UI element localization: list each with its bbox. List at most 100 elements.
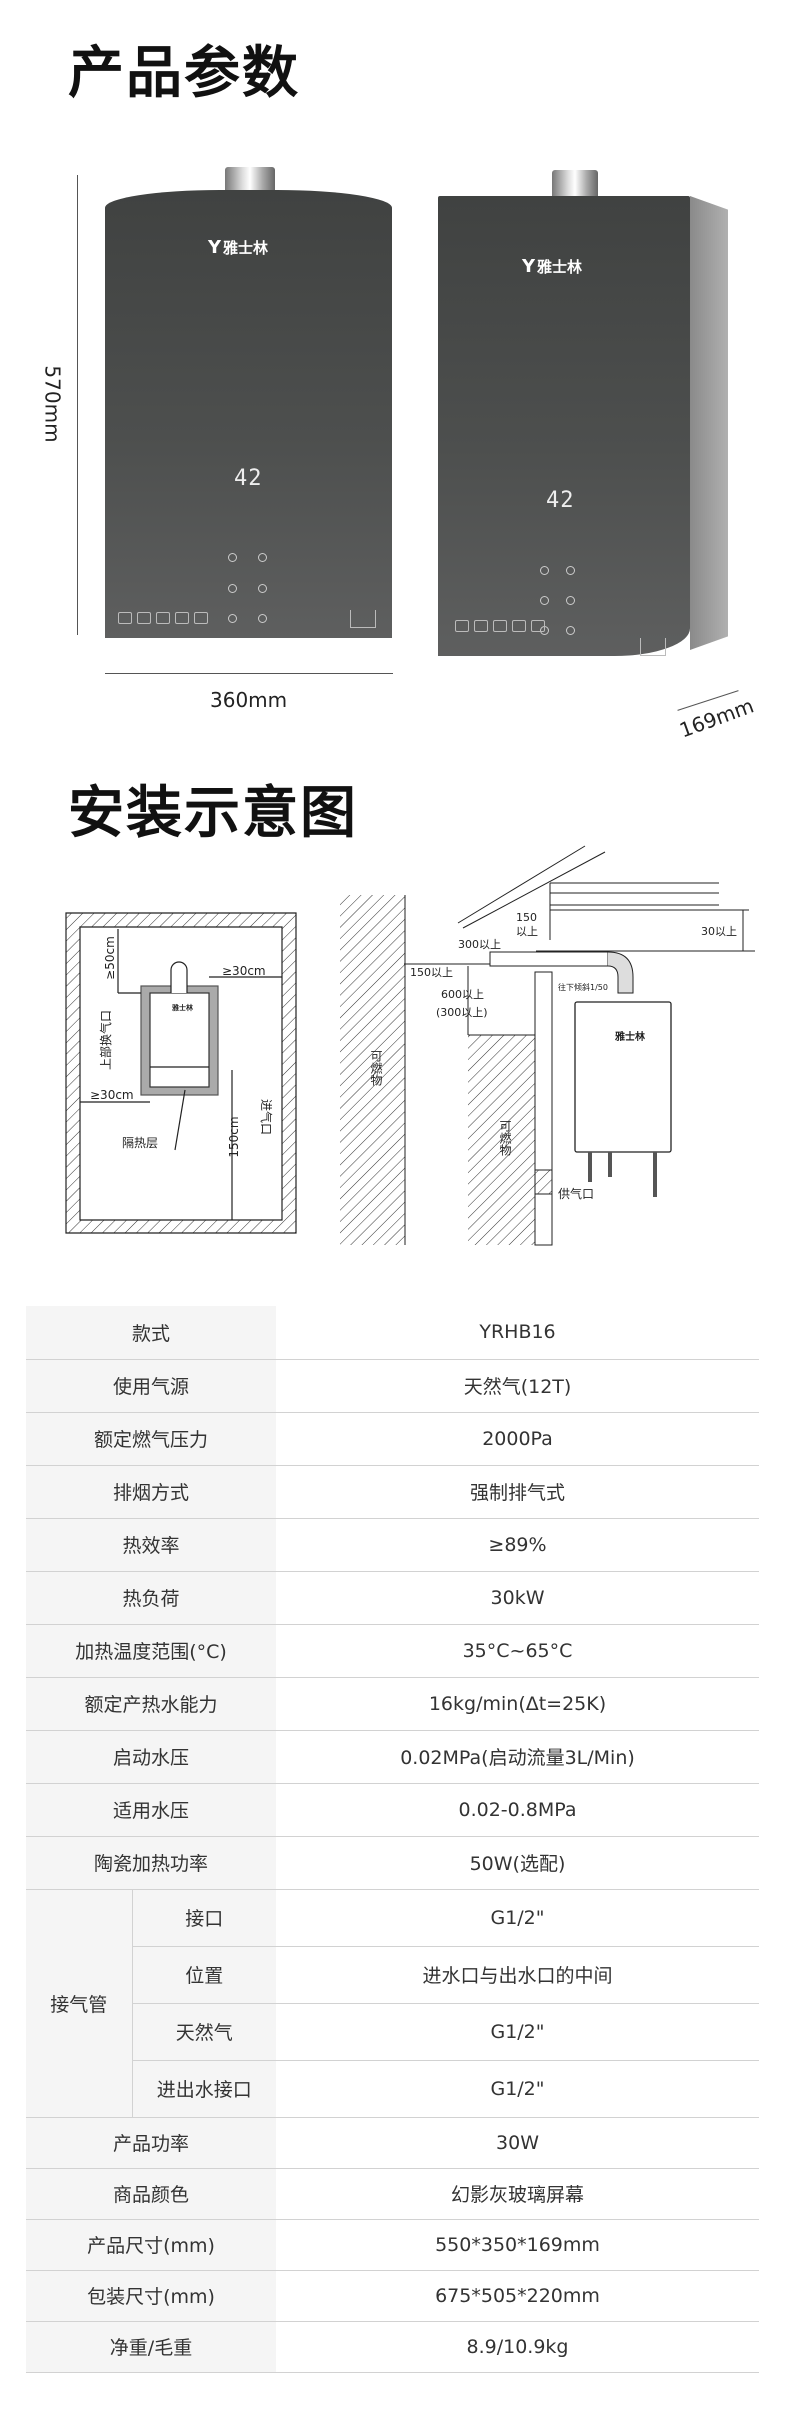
spec-label: 产品功率 (26, 2117, 276, 2169)
down-button (566, 596, 575, 605)
spec-sublabel: 接口 (131, 1889, 276, 1947)
combustible-label: 可燃物 (498, 1120, 512, 1156)
spec-value: 8.9/10.9kg (276, 2321, 759, 2373)
spec-label: 启动水压 (26, 1730, 276, 1784)
feature-icons (455, 620, 545, 632)
spec-label: 热效率 (26, 1518, 276, 1572)
spec-value: 550*350*169mm (276, 2219, 759, 2271)
power-button (566, 626, 575, 635)
spec-value: 16kg/min(Δt=25K) (276, 1677, 759, 1731)
heater-front-panel (105, 190, 392, 638)
smart-home-icon (350, 610, 376, 628)
spec-value: 30kW (276, 1571, 759, 1625)
height-label: 570mm (40, 365, 65, 443)
spec-value: 0.02MPa(启动流量3L/Min) (276, 1730, 759, 1784)
spec-sublabel: 天然气 (131, 2003, 276, 2061)
spec-value: G1/2" (276, 2060, 759, 2118)
combustible-label: 可燃物 (369, 1050, 383, 1086)
spec-value: 2000Pa (276, 1412, 759, 1466)
spec-value: 天然气(12T) (276, 1359, 759, 1413)
up-button (258, 553, 267, 562)
upper-vent-label: 上部换气口 (98, 1010, 113, 1070)
control-button (228, 553, 237, 562)
dist-600-label: 600以上 (441, 988, 484, 1001)
heater-outline (149, 992, 210, 1088)
flue-pipe (225, 167, 275, 193)
insulation-label: 隔热层 (122, 1136, 158, 1150)
table-row: 加热温度范围(°C)35°C~65°C (26, 1624, 759, 1678)
table-row: 使用气源天然气(12T) (26, 1359, 759, 1413)
wall-150-label: 150以上 (410, 966, 453, 979)
top-clearance-label: ≥50cm (103, 936, 117, 980)
table-row: 商品颜色幻影灰玻璃屏幕 (26, 2168, 759, 2220)
control-button (228, 614, 237, 623)
temperature-display: 42 (234, 466, 263, 491)
dist-150-suffix: 以上 (516, 925, 538, 938)
room-diagram (65, 912, 297, 1234)
spec-value: G1/2" (276, 1889, 759, 1947)
ceiling-gap-label: 30以上 (701, 925, 737, 938)
spec-value: 35°C~65°C (276, 1624, 759, 1678)
table-row: 产品尺寸(mm)550*350*169mm (26, 2219, 759, 2271)
spec-value: 50W(选配) (276, 1836, 759, 1890)
spec-value: 强制排气式 (276, 1465, 759, 1519)
down-button (258, 584, 267, 593)
air-inlet-label: 进气口 (259, 1099, 274, 1135)
heater-front-panel (438, 196, 690, 656)
table-row: 包装尺寸(mm)675*505*220mm (26, 2270, 759, 2322)
spec-value: 幻影灰玻璃屏幕 (276, 2168, 759, 2220)
spec-label: 产品尺寸(mm) (26, 2219, 276, 2271)
height-150cm-label: 150cm (227, 1116, 241, 1157)
brand-logo: 雅士林 (171, 1003, 194, 1012)
feature-icons (118, 612, 208, 624)
dist-600-alt-label: (300以上) (436, 1006, 488, 1019)
table-row: 排烟方式强制排气式 (26, 1465, 759, 1519)
smart-home-icon (640, 638, 666, 656)
spec-label: 净重/毛重 (26, 2321, 276, 2373)
spec-value: 675*505*220mm (276, 2270, 759, 2322)
table-row: 热效率≥89% (26, 1518, 759, 1572)
brand-logo: 雅士林 (615, 1030, 646, 1043)
depth-label: 169mm (676, 693, 757, 743)
spec-label: 商品颜色 (26, 2168, 276, 2220)
bottom-clearance-label: ≥30cm (90, 1088, 134, 1102)
spec-value: 0.02-0.8MPa (276, 1783, 759, 1837)
spec-label: 使用气源 (26, 1359, 276, 1413)
spec-sublabel: 位置 (131, 1946, 276, 2004)
spec-label: 陶瓷加热功率 (26, 1836, 276, 1890)
spec-value: 进水口与出水口的中间 (276, 1946, 759, 2004)
dist-300-label: 300以上 (458, 938, 501, 951)
spec-label: 加热温度范围(°C) (26, 1624, 276, 1678)
heater-outline (574, 1001, 672, 1153)
power-button (258, 614, 267, 623)
spec-label: 包装尺寸(mm) (26, 2270, 276, 2322)
spec-label: 款式 (26, 1306, 276, 1360)
section-title-product-params: 产品参数 (68, 41, 300, 106)
dist-150-label: 150 (516, 911, 537, 924)
up-button (566, 566, 575, 575)
width-label: 360mm (210, 688, 288, 712)
spec-label: 额定燃气压力 (26, 1412, 276, 1466)
spec-value: ≥89% (276, 1518, 759, 1572)
spec-group-label: 接气管 (26, 1889, 132, 2118)
control-button (540, 596, 549, 605)
heater-side-panel (690, 196, 728, 650)
height-dimension-line (77, 175, 78, 635)
control-button (540, 566, 549, 575)
spec-label: 热负荷 (26, 1571, 276, 1625)
spec-value: G1/2" (276, 2003, 759, 2061)
spec-value: 30W (276, 2117, 759, 2169)
control-button (228, 584, 237, 593)
spec-value: YRHB16 (276, 1306, 759, 1360)
flue-pipe (552, 170, 598, 196)
